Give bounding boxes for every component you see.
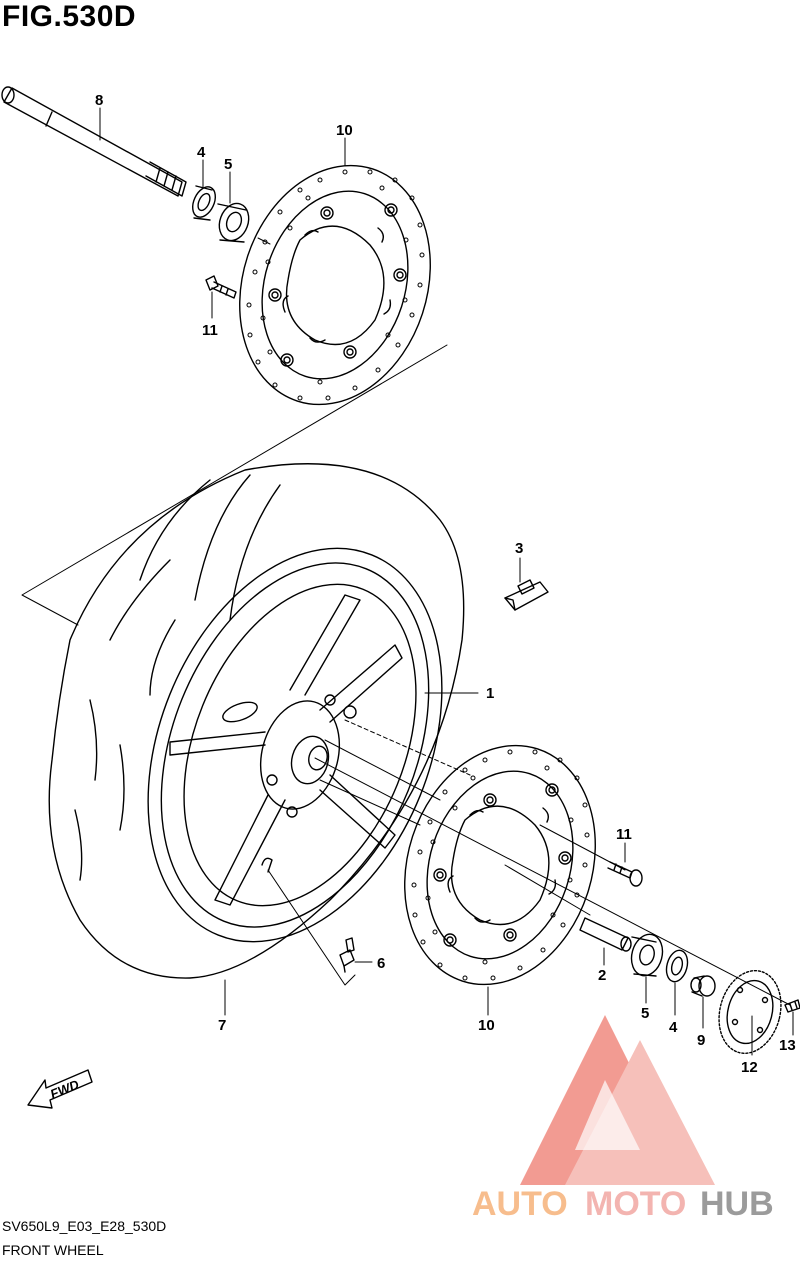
oil-seal-part-4-bottom <box>665 949 689 983</box>
balancer-part-3 <box>504 579 549 611</box>
part-number-labels: 8 4 5 10 11 3 1 11 6 2 5 4 9 7 10 12 13 <box>95 92 796 1076</box>
leader-lines <box>99 107 794 1056</box>
part-label-9: 9 <box>697 1032 705 1049</box>
disc-holes-bottom <box>411 749 590 981</box>
figure-caption: FRONT WHEEL <box>2 1242 104 1258</box>
part-label-10-top: 10 <box>336 122 353 139</box>
brake-disc-part-10-top <box>239 164 431 406</box>
part-label-3: 3 <box>515 540 523 557</box>
part-label-13: 13 <box>779 1037 796 1054</box>
wheel-rim-part-1 <box>147 547 443 943</box>
oil-seal-part-4-top <box>191 185 217 221</box>
brake-disc-part-10-bottom <box>404 744 596 986</box>
watermark-word-hub: HUB <box>700 1185 774 1223</box>
sensor-rotor-part-12 <box>718 969 782 1055</box>
fwd-direction-arrow <box>27 1069 93 1109</box>
model-code: SV650L9_E03_E28_530D <box>2 1218 167 1234</box>
part-label-1: 1 <box>486 685 494 702</box>
bearing-part-5-top <box>217 202 250 243</box>
part-label-7: 7 <box>218 1017 226 1034</box>
collar-part-9 <box>690 975 716 997</box>
part-label-4-bottom: 4 <box>669 1019 678 1036</box>
part-label-11-bottom: 11 <box>616 826 632 843</box>
watermark-word-moto: MOTO <box>585 1185 686 1223</box>
disc-holes-top <box>246 169 425 401</box>
part-label-6: 6 <box>377 955 385 972</box>
watermark-word-auto: AUTO <box>472 1185 568 1223</box>
valve-part-6 <box>339 937 355 973</box>
part-label-12: 12 <box>741 1059 758 1076</box>
part-label-5-bottom: 5 <box>641 1005 649 1022</box>
automotohub-watermark-logo: AUTO MOTO HUB <box>472 1015 774 1223</box>
part-label-11-top: 11 <box>202 322 218 339</box>
part-label-8: 8 <box>95 92 103 109</box>
spacer-part-2 <box>579 917 632 952</box>
fwd-label: FWD <box>48 1077 82 1102</box>
bearing-part-5-bottom <box>630 933 664 977</box>
part-label-4-top: 4 <box>197 144 206 161</box>
part-label-10-bottom: 10 <box>478 1017 495 1034</box>
tire-part-7 <box>48 463 465 979</box>
part-label-2: 2 <box>598 967 606 984</box>
part-label-5-top: 5 <box>224 156 232 173</box>
figure-title: FIG.530D <box>2 0 137 33</box>
screw-part-13 <box>784 999 800 1013</box>
disc-bolt-part-11-top <box>205 275 237 299</box>
axle-part-8 <box>1 86 187 197</box>
disc-bolt-part-11-bottom <box>607 861 643 887</box>
assembly-guide-lines <box>21 237 448 626</box>
exploded-axis-lines <box>267 719 791 1006</box>
